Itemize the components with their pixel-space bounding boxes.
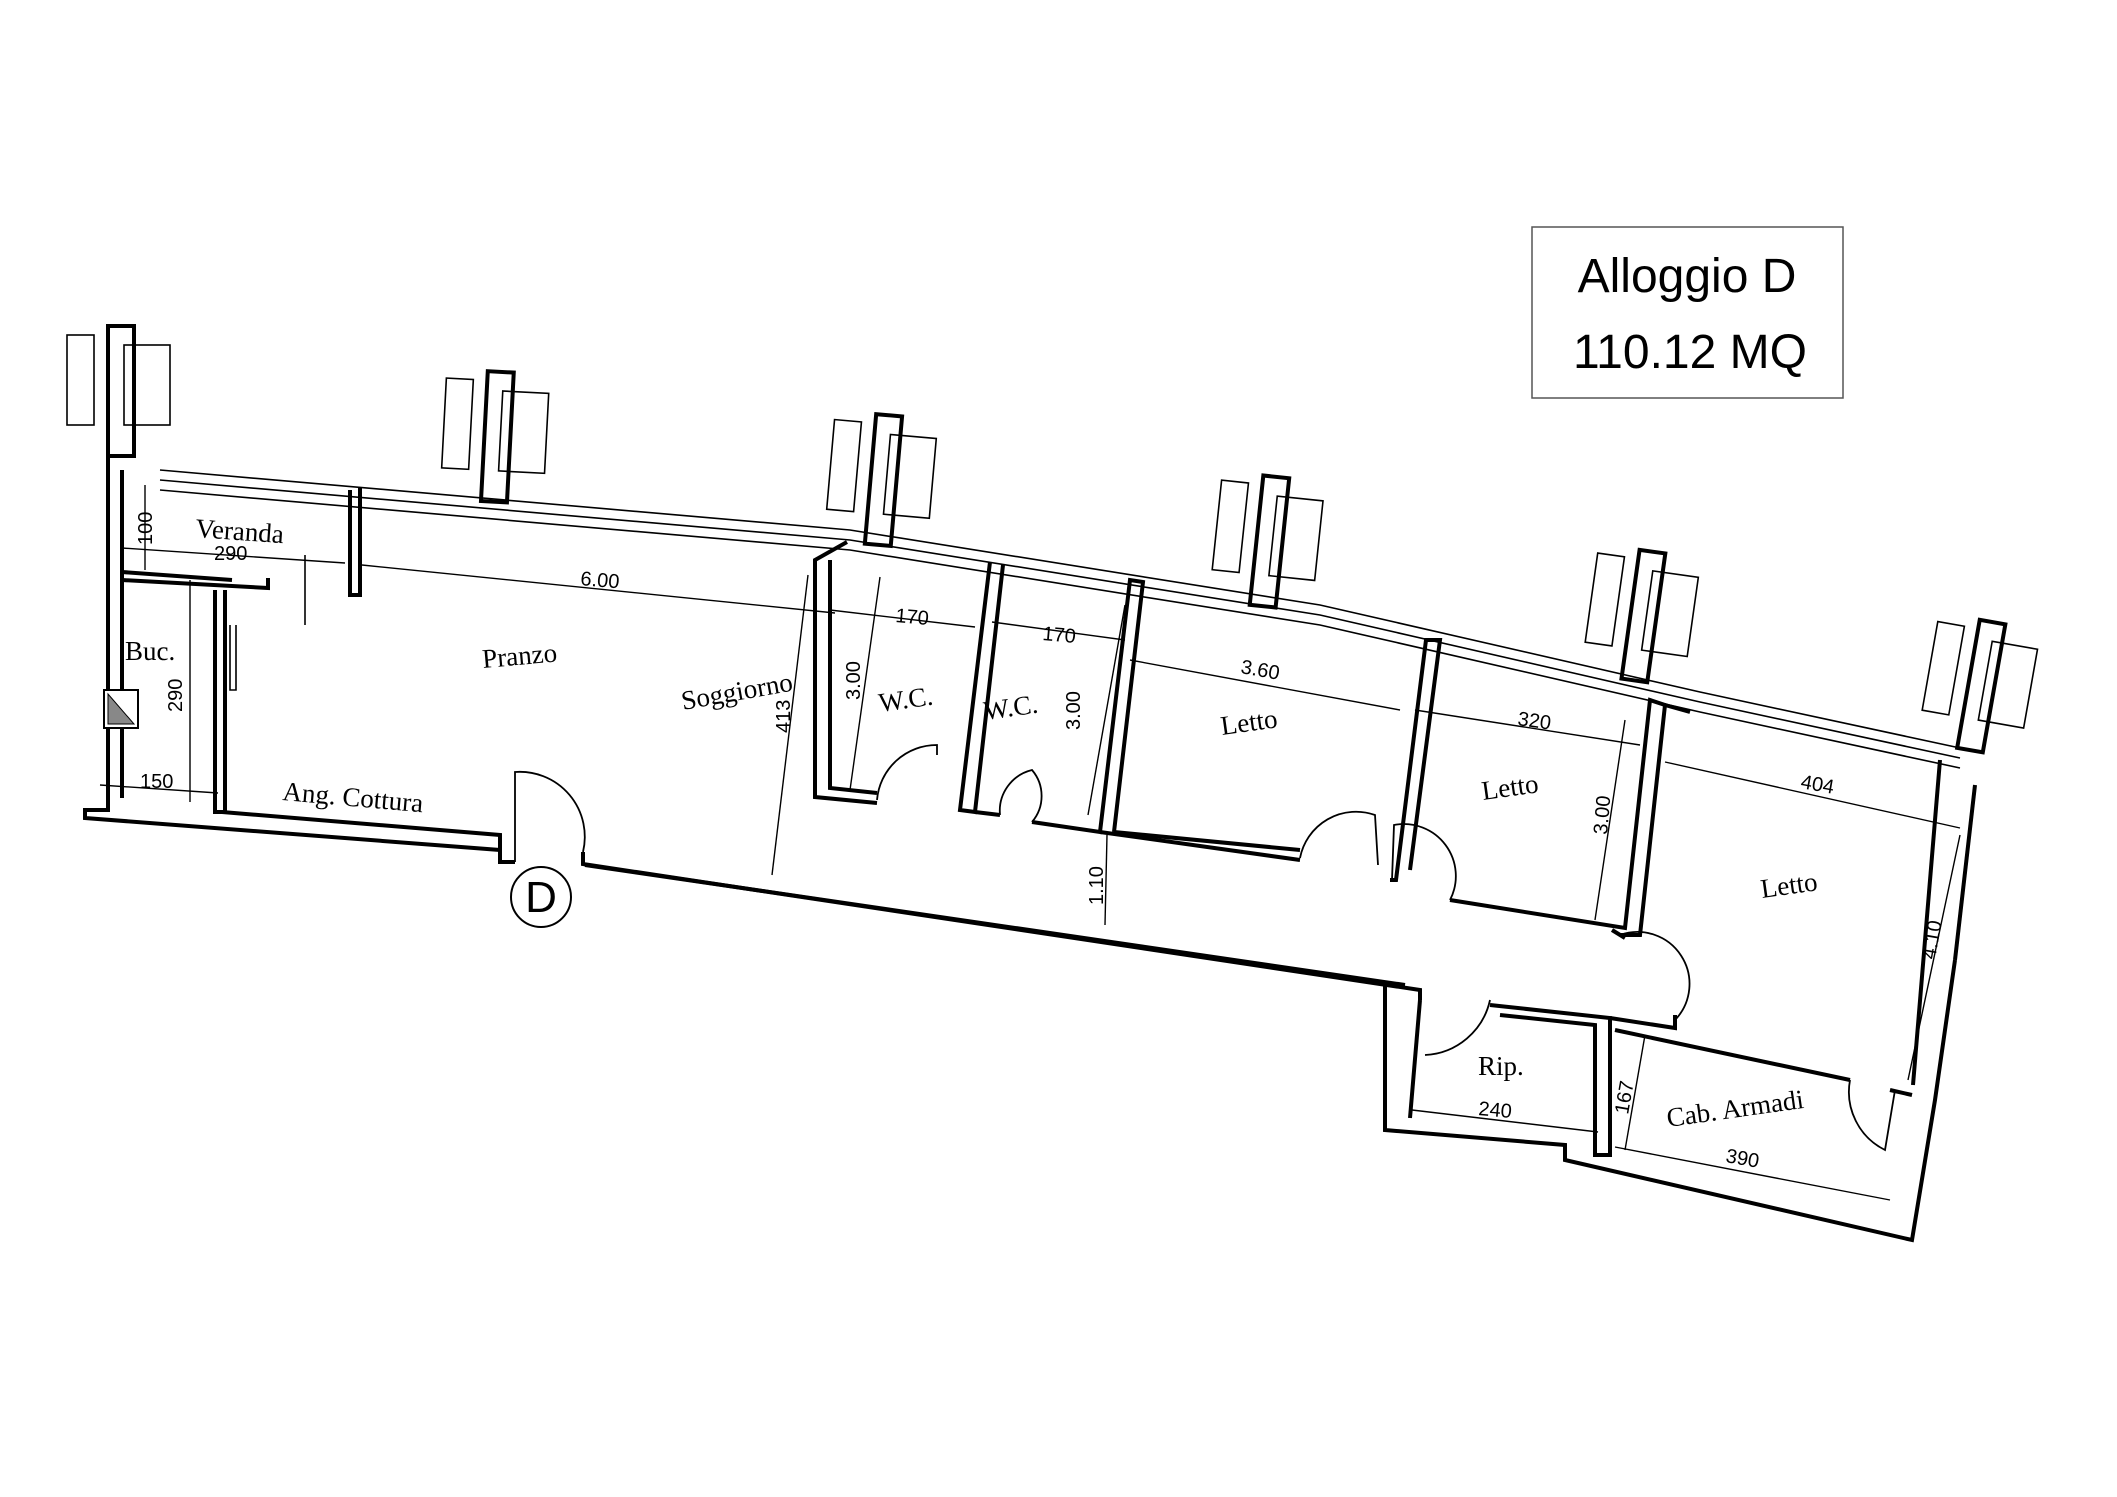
- dim-letto3-depth: 4.10: [1918, 919, 1946, 961]
- dim-rip-width: 240: [1478, 1098, 1513, 1123]
- dim-letto1-width: 3.60: [1239, 656, 1281, 684]
- dim-veranda-depth: 100: [135, 512, 157, 545]
- dim-living-length: 6.00: [580, 568, 621, 593]
- room-label-angolo-cottura: Ang. Cottura: [281, 776, 424, 818]
- balcony-rail: [159, 469, 1961, 769]
- cab-door[interactable]: [1848, 1079, 1896, 1152]
- room-label-letto-2: Letto: [1480, 768, 1541, 806]
- room-label-veranda: Veranda: [195, 513, 285, 549]
- pillar: [1921, 617, 2039, 755]
- exterior-pillars: [66, 324, 2039, 755]
- pillar: [1584, 547, 1700, 685]
- dim-wc2-depth: 3.00: [1063, 691, 1085, 730]
- dim-wc2-width: 170: [1042, 623, 1077, 648]
- room-label-buc: Buc.: [125, 636, 175, 666]
- title-name: Alloggio D: [1578, 250, 1797, 303]
- entrance-marker-label: D: [525, 873, 557, 922]
- room-label-letto-1: Letto: [1219, 703, 1280, 741]
- room-label-wc-2: W.C.: [982, 689, 1040, 726]
- room-label-wc-1: W.C.: [877, 681, 935, 718]
- dim-cab-depth: 167: [1611, 1079, 1638, 1116]
- dim-wc1-width: 170: [895, 605, 930, 630]
- pillar: [825, 412, 938, 549]
- pillar: [440, 369, 550, 505]
- entrance-door[interactable]: [514, 770, 586, 862]
- dim-corridor-width: 1.10: [1086, 866, 1108, 905]
- interior-walls: [121, 488, 1913, 1157]
- dim-wc1-depth: 3.00: [843, 661, 865, 700]
- doors: [514, 744, 1896, 1152]
- shaft: [103, 689, 139, 729]
- dim-letto2-depth: 3.00: [1590, 795, 1615, 836]
- pillar: [66, 324, 171, 458]
- dim-buc-depth: 290: [165, 679, 187, 712]
- dim-living-depth: 413: [773, 700, 795, 733]
- rip-door[interactable]: [1424, 999, 1491, 1056]
- wc1-door[interactable]: [876, 744, 938, 801]
- wc2-door[interactable]: [998, 768, 1043, 823]
- room-label-letto-3: Letto: [1759, 866, 1820, 904]
- outer-walls: [83, 456, 1977, 1243]
- letto1-door[interactable]: [1299, 810, 1379, 866]
- dim-letto3-width: 404: [1799, 771, 1836, 798]
- letto3-door[interactable]: [1619, 931, 1691, 1021]
- letto2-door[interactable]: [1391, 823, 1457, 901]
- room-label-ripostiglio: Rip.: [1478, 1051, 1524, 1081]
- title-block: Alloggio D 110.12 MQ: [1531, 226, 1844, 399]
- dim-letto2-width: 320: [1516, 708, 1552, 734]
- title-area: 110.12 MQ: [1573, 326, 1807, 379]
- dimension-lines: [99, 485, 1961, 1201]
- dim-buc-width: 150: [140, 771, 173, 793]
- room-label-cabina-armadi: Cab. Armadi: [1665, 1084, 1806, 1133]
- room-label-pranzo: Pranzo: [481, 638, 558, 674]
- dimension-labels: 100 290 290 150 6.00 413 170 3.00 170 3.…: [135, 512, 1947, 1173]
- dim-veranda-length: 290: [214, 543, 247, 565]
- entrance-marker: D: [510, 866, 572, 928]
